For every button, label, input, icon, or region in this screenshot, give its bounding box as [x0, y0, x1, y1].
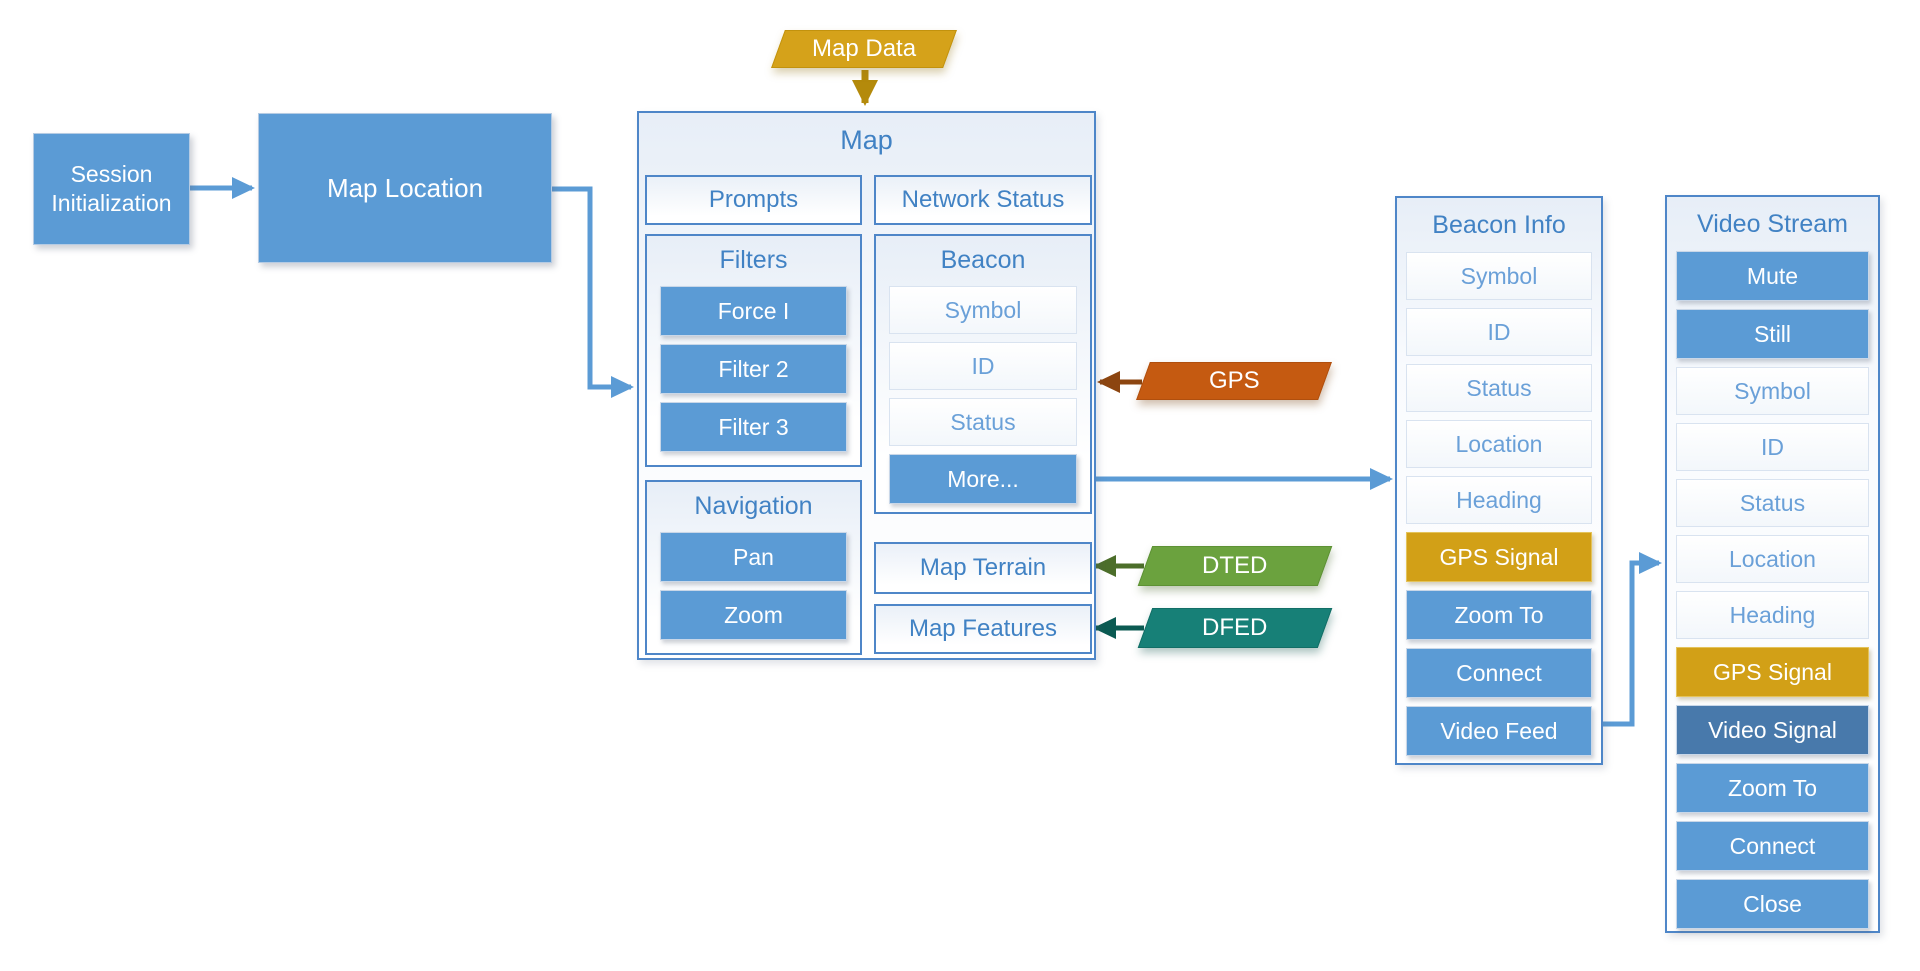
beacon-more-button: More...: [889, 454, 1077, 504]
gps-label: GPS: [1208, 367, 1260, 394]
filters-group: Filters Force I Filter 2 Filter 3: [645, 234, 862, 467]
video-stream-field-status: Status: [1676, 479, 1869, 527]
session-initialization-node: Session Initialization: [33, 133, 190, 245]
video-stream-button-zoom-to: Zoom To: [1676, 763, 1869, 813]
beacon-info-button-connect: Connect: [1406, 648, 1592, 698]
connector-video-feed-to-video-stream: [1598, 552, 1662, 727]
beacon-info-field-symbol: Symbol: [1406, 252, 1592, 300]
beacon-info-field-location: Location: [1406, 420, 1592, 468]
dfed-parallelogram: DFED: [1137, 608, 1333, 648]
beacon-info-field-heading: Heading: [1406, 476, 1592, 524]
beacon-info-gps-signal: GPS Signal: [1406, 532, 1592, 582]
video-stream-button-connect: Connect: [1676, 821, 1869, 871]
video-stream-panel: Video Stream Mute Still Symbol ID Status…: [1665, 195, 1880, 933]
beacon-info-title: Beacon Info: [1432, 211, 1566, 239]
map-location-node: Map Location: [258, 113, 552, 263]
filter-button-2: Filter 2: [660, 344, 847, 394]
video-stream-video-signal: Video Signal: [1676, 705, 1869, 755]
beacon-title: Beacon: [940, 246, 1026, 274]
network-status-label: Network Status: [901, 186, 1065, 213]
map-features-box: Map Features: [874, 604, 1092, 654]
beacon-info-button-zoom-to: Zoom To: [1406, 590, 1592, 640]
map-terrain-label: Map Terrain: [919, 554, 1047, 581]
video-stream-button-still: Still: [1676, 309, 1869, 359]
map-data-parallelogram: Map Data: [771, 30, 957, 68]
beacon-group: Beacon Symbol ID Status More...: [874, 234, 1092, 514]
map-data-label: Map Data: [811, 35, 917, 62]
beacon-info-field-id: ID: [1406, 308, 1592, 356]
map-terrain-box: Map Terrain: [874, 542, 1092, 594]
map-features-label: Map Features: [908, 615, 1058, 642]
video-stream-button-close: Close: [1676, 879, 1869, 929]
nav-button-pan: Pan: [660, 532, 847, 582]
beacon-info-field-status: Status: [1406, 364, 1592, 412]
session-initialization-label: Session Initialization: [51, 161, 172, 216]
video-stream-field-symbol: Symbol: [1676, 367, 1869, 415]
dfed-label: DFED: [1202, 614, 1268, 641]
prompts-box: Prompts: [645, 175, 862, 225]
map-panel: Map Prompts Network Status Filters Force…: [637, 111, 1096, 660]
filters-title: Filters: [719, 246, 788, 274]
beacon-field-id: ID: [889, 342, 1077, 390]
video-stream-field-location: Location: [1676, 535, 1869, 583]
beacon-info-button-video-feed: Video Feed: [1406, 706, 1592, 756]
navigation-group: Navigation Pan Zoom: [645, 480, 862, 655]
connector-map-location-to-map: [552, 186, 634, 398]
dted-parallelogram: DTED: [1137, 546, 1333, 586]
beacon-field-symbol: Symbol: [889, 286, 1077, 334]
video-stream-title: Video Stream: [1696, 210, 1848, 238]
video-stream-gps-signal: GPS Signal: [1676, 647, 1869, 697]
map-location-label: Map Location: [326, 172, 484, 203]
prompts-label: Prompts: [708, 186, 799, 213]
gps-parallelogram: GPS: [1136, 362, 1332, 400]
navigation-title: Navigation: [694, 492, 813, 520]
network-status-box: Network Status: [874, 175, 1092, 225]
dted-label: DTED: [1202, 552, 1268, 579]
beacon-info-panel: Beacon Info Symbol ID Status Location He…: [1395, 196, 1603, 765]
video-stream-field-heading: Heading: [1676, 591, 1869, 639]
video-stream-field-id: ID: [1676, 423, 1869, 471]
map-panel-title: Map: [840, 125, 893, 155]
filter-button-force: Force I: [660, 286, 847, 336]
filter-button-3: Filter 3: [660, 402, 847, 452]
beacon-field-status: Status: [889, 398, 1077, 446]
nav-button-zoom: Zoom: [660, 590, 847, 640]
video-stream-button-mute: Mute: [1676, 251, 1869, 301]
